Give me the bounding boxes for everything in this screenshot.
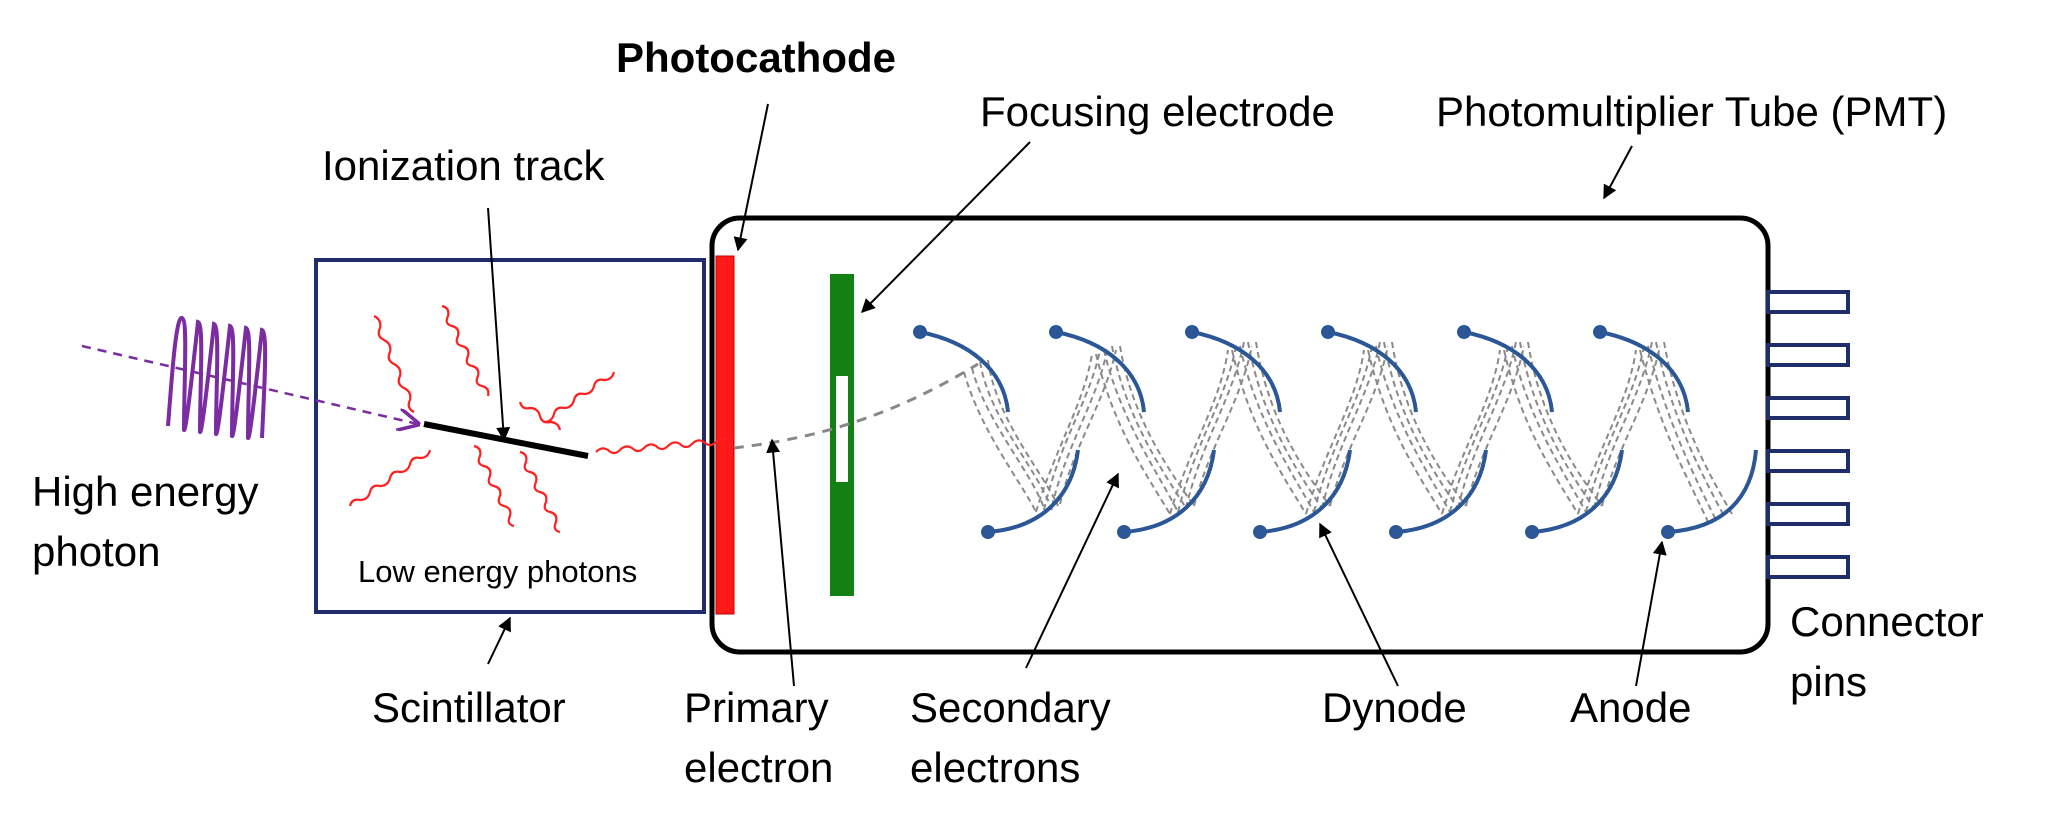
primary-electron-arrow — [766, 438, 795, 687]
dynode-arrow — [1319, 522, 1399, 687]
connector-pin — [1766, 343, 1850, 367]
dynode — [987, 449, 1080, 534]
ionization-track-line — [423, 421, 589, 459]
dynode — [1531, 449, 1624, 534]
low-energy-photon — [373, 315, 415, 413]
dynode — [1191, 330, 1282, 413]
label-focusing-electrode: Focusing electrode — [980, 88, 1335, 135]
dynode — [919, 330, 1010, 413]
dynode — [1123, 449, 1216, 534]
label-high-energy-photon-line1: High energy — [32, 468, 258, 515]
low-energy-photon — [543, 371, 616, 424]
secondary-electron-paths — [963, 341, 1733, 523]
dynode — [1599, 330, 1690, 413]
leader-arrows — [487, 103, 1667, 687]
low-energy-photon — [441, 304, 490, 397]
label-scintillator: Scintillator — [372, 684, 566, 731]
dynodes — [919, 330, 1758, 534]
label-primary-electron-line2: electron — [684, 744, 833, 791]
low-energy-photon — [519, 450, 561, 534]
label-photocathode: Photocathode — [616, 34, 896, 81]
low-energy-photons — [348, 304, 729, 534]
anode-arrow — [1635, 540, 1667, 687]
focusing-electrode-arrow — [861, 141, 1031, 313]
connector-pin — [1766, 396, 1850, 420]
pmt-arrow — [1603, 145, 1633, 200]
label-connector-pins-line2: pins — [1790, 658, 1867, 705]
photocathode-arrow — [733, 103, 769, 252]
dynode — [1327, 330, 1418, 413]
focusing-electrode-slit — [836, 376, 848, 482]
label-secondary-electrons-line2: electrons — [910, 744, 1080, 791]
connector-pin — [1766, 555, 1850, 579]
label-high-energy-photon-line2: photon — [32, 528, 160, 575]
secondary-electrons-arrow — [1025, 472, 1119, 669]
label-anode: Anode — [1570, 684, 1691, 731]
label-ionization-track: Ionization track — [322, 142, 605, 189]
primary-electron-path — [733, 362, 979, 450]
scintillator-arrow — [487, 616, 511, 665]
ionization-track-arrow — [487, 207, 511, 442]
dynode — [1055, 330, 1146, 413]
connector-pin — [1766, 449, 1850, 473]
anode-plate — [1667, 449, 1758, 534]
connector-pins — [1766, 290, 1850, 579]
label-secondary-electrons-line1: Secondary — [910, 684, 1111, 731]
label-connector-pins-line1: Connector — [1790, 598, 1984, 645]
low-energy-photon — [473, 444, 515, 528]
dynode — [1259, 449, 1352, 534]
dynode — [1463, 330, 1554, 413]
low-energy-photon — [348, 449, 432, 507]
label-primary-electron-line1: Primary — [684, 684, 829, 731]
high-energy-photon-wave — [166, 315, 268, 441]
label-low-energy-photons: Low energy photons — [358, 554, 637, 589]
connector-pin — [1766, 290, 1850, 314]
photocathode-bar — [715, 255, 735, 615]
label-dynode: Dynode — [1322, 684, 1467, 731]
dynode-tips — [913, 325, 1675, 539]
scintillator-box — [314, 258, 706, 614]
pmt-tube-body — [709, 215, 1771, 655]
connector-pin — [1766, 502, 1850, 526]
label-pmt: Photomultiplier Tube (PMT) — [1436, 88, 1947, 135]
dynode — [1395, 449, 1488, 534]
low-energy-photon — [518, 401, 562, 431]
low-energy-photon — [595, 437, 729, 455]
